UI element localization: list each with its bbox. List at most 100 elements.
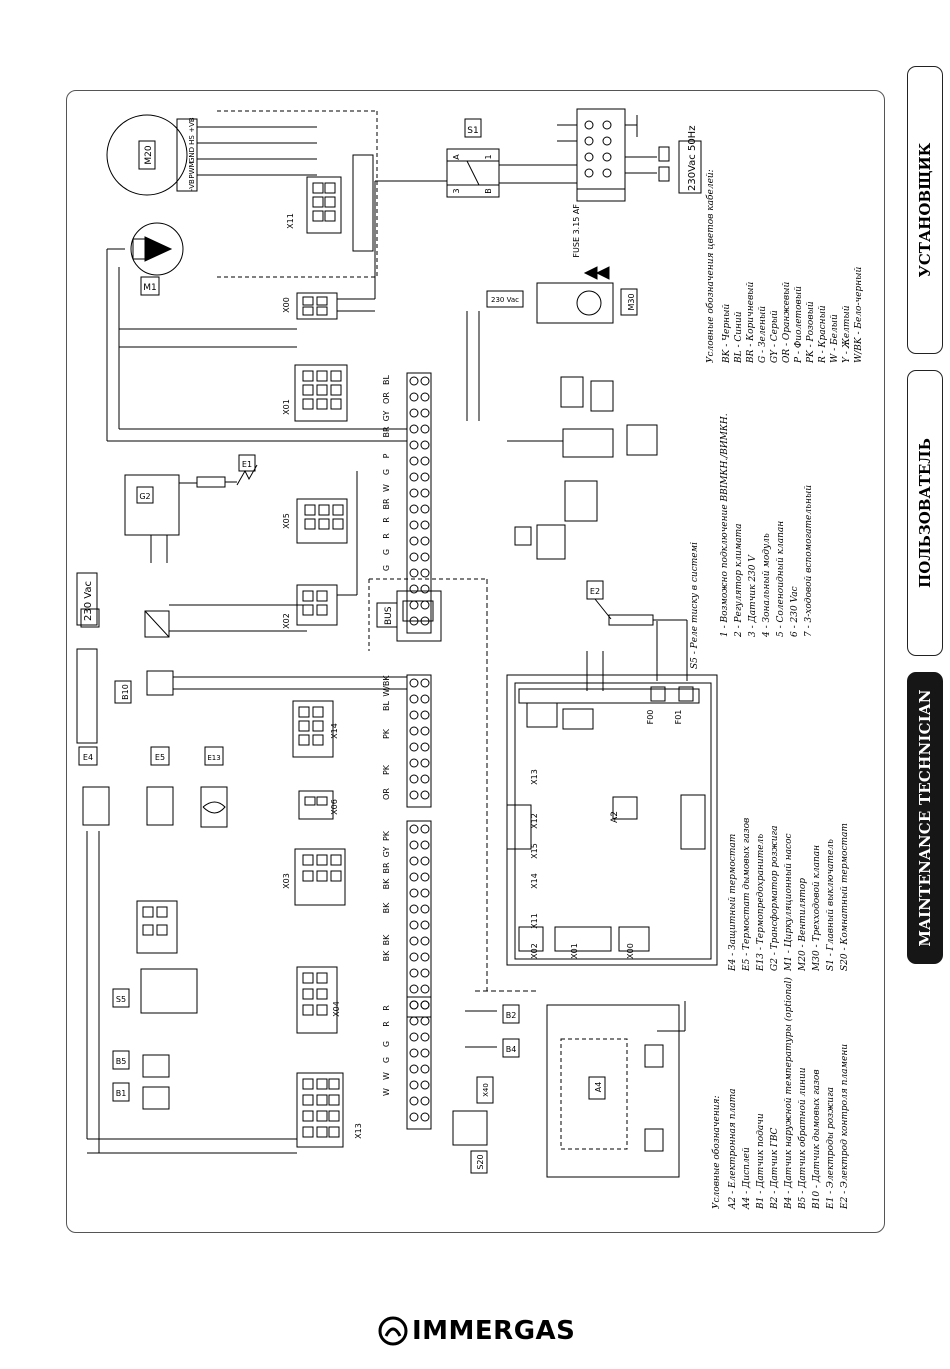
terminal-screw: [409, 824, 419, 834]
b1-sensor: B1: [112, 1082, 170, 1110]
color-legend-item: P - Фиолетовый: [794, 286, 804, 364]
solenoid-valve: [507, 424, 658, 458]
terminal-screw: [420, 758, 430, 768]
m30-label: M30: [627, 293, 636, 310]
board-label: X12: [530, 813, 539, 829]
terminal-screw: [409, 774, 419, 784]
s20-room-thermostat: S20: [452, 1110, 488, 1174]
terminal-screw: [420, 408, 430, 418]
wire-color-label: G: [382, 549, 391, 555]
main-switch-s1: S1: [446, 118, 577, 198]
tab-maintenance-technician[interactable]: MAINTENANCE TECHNICIAN: [907, 672, 943, 964]
note-6-box: [590, 380, 614, 412]
a4-label: A4: [594, 1082, 603, 1093]
x40-label: X40: [482, 1083, 490, 1097]
e5-label: E5: [155, 753, 165, 762]
connector-label-x00: X00: [282, 297, 291, 313]
terminal-screw: [420, 920, 430, 930]
e2-label: E2: [590, 587, 600, 596]
connector-x03: [136, 848, 346, 954]
terminal-screw: [409, 678, 419, 688]
terminal-screw: [409, 568, 419, 578]
legend-title: Условные обозначения:: [711, 1095, 722, 1209]
terminal-screw: [409, 952, 419, 962]
brand-name: IMMERGAS: [412, 1316, 576, 1346]
e1-label: E1: [242, 460, 252, 469]
terminal-screw: [409, 408, 419, 418]
terminal-screw: [420, 726, 430, 736]
diagram-frame: 230Vac 50Hz FUSE 3.15 AF S1 M20: [66, 90, 885, 1233]
terminal-screw: [409, 1032, 419, 1042]
terminal-screw: [409, 968, 419, 978]
terminal-screw: [420, 1112, 430, 1122]
terminal-screw: [409, 1080, 419, 1090]
terminal-screw: [420, 856, 430, 866]
x40-jumper: X40: [476, 1076, 494, 1104]
terminal-screw: [409, 904, 419, 914]
terminal-screw: [409, 376, 419, 386]
fan-pin-label: +VB: [188, 117, 196, 133]
wire-color-label: BL: [382, 374, 391, 384]
left-230-box: 230 Vac: [76, 572, 98, 626]
terminal-screw: [420, 694, 430, 704]
legend-left-item: A2 - Електронная плата: [728, 1088, 738, 1210]
wire-color-label: BR: [382, 426, 391, 437]
connector-label-x03: X03: [282, 873, 291, 889]
terminal-screw: [409, 920, 419, 930]
bus-block: BUS: [368, 578, 487, 651]
terminal-screw: [409, 888, 419, 898]
legend-mid-item: S1 - Главный выключатель: [826, 839, 836, 971]
terminal-screw: [420, 904, 430, 914]
terminal-screw: [409, 742, 419, 752]
board-label: F00: [646, 710, 655, 725]
s5-label: S5: [116, 995, 126, 1004]
terminal-screw: [420, 1000, 430, 1010]
s1-label: S1: [467, 126, 478, 136]
color-legend-item: Y - Желтый: [842, 305, 852, 363]
wire-color-label: GY: [382, 847, 391, 858]
terminal-screw: [420, 872, 430, 882]
left-box-2: [76, 648, 98, 744]
legend-left-item: B4 - Датчик наружной температуры (option…: [783, 977, 794, 1210]
connector-x02: [296, 471, 358, 626]
legend-mid-item: S20 - Комнатный термостат: [840, 823, 850, 971]
terminal-screw: [420, 790, 430, 800]
terminal-screw: [409, 1000, 419, 1010]
s5-pressure-switch: S5: [112, 968, 198, 1014]
tab-installer[interactable]: УСТАНОВЩИК: [907, 66, 943, 354]
b1-label: B1: [116, 1089, 127, 1098]
legend-left: Условные обозначения: A2 - Електронная пл…: [711, 977, 850, 1210]
legend-left-item: B5 - Датчик обратной линии: [797, 1067, 808, 1210]
terminal-screw: [420, 440, 430, 450]
legend-mid-item: E13 - Термопредохранитель: [756, 834, 766, 972]
wire-color-label: R: [382, 517, 391, 523]
terminal-screw: [409, 790, 419, 800]
wire-color-label: W: [382, 484, 391, 492]
terminal-screw: [420, 952, 430, 962]
board-label: X01: [570, 943, 579, 959]
terminal-screw: [420, 1048, 430, 1058]
terminal-screw: [420, 984, 430, 994]
wire-color-label: W/BK: [382, 675, 391, 697]
fan-pin-label: HS: [188, 135, 196, 145]
legend-notes-item: 2 - Регулятор климата: [734, 523, 744, 638]
tab-user[interactable]: ПОЛЬЗОВАТЕЛЬ: [907, 370, 943, 656]
tab-user-label: ПОЛЬЗОВАТЕЛЬ: [916, 438, 934, 588]
wire-color-label: R: [382, 1005, 391, 1011]
wire-color-label: G: [382, 469, 391, 475]
terminal-screw: [420, 520, 430, 530]
legend-left-item: A4 - Дисплей: [742, 1147, 752, 1210]
legend-left-item: B2 - Датчик ГВС: [770, 1127, 780, 1210]
valve-m30: M30 230 Vac: [466, 266, 638, 421]
terminal-screw: [409, 840, 419, 850]
connector-x13: [86, 831, 344, 1154]
terminal-screw: [420, 1096, 430, 1106]
legend-notes-item: 1 - Возможно подключение ВВІМКН./ВИМКН.: [720, 413, 730, 637]
terminal-screw: [409, 984, 419, 994]
terminal-strip: [406, 820, 432, 1018]
fan-pin-label: GND: [188, 147, 196, 163]
legend-mid-item: E4 - Защитный термостат: [728, 834, 738, 972]
connector-label-x14: X14: [330, 723, 339, 739]
connector-label-x04: X04: [332, 1001, 341, 1017]
